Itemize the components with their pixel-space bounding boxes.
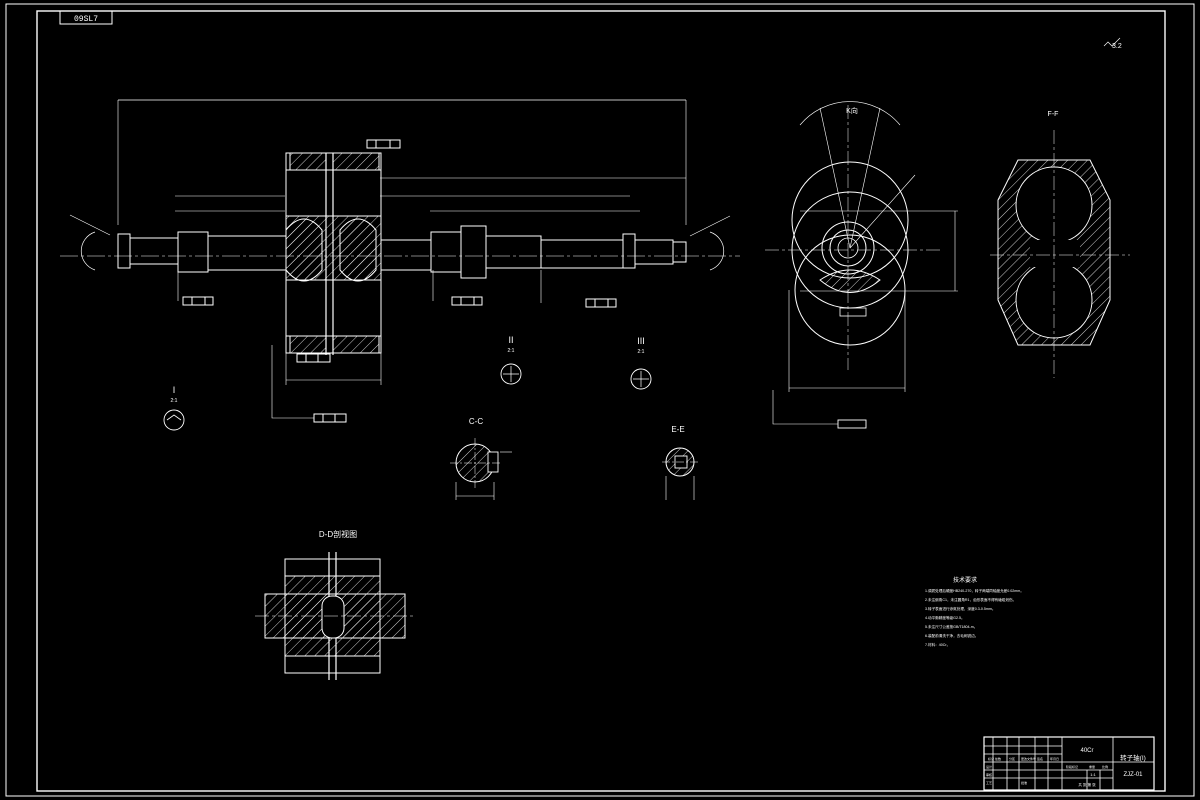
svg-text:签名: 签名 [1037, 756, 1043, 761]
roughness-symbol-icon [1103, 37, 1121, 47]
svg-text:处数: 处数 [995, 756, 1001, 761]
section-e-e: E-E [662, 425, 698, 500]
svg-text:5.未注尺寸公差按GB/T1804-m。: 5.未注尺寸公差按GB/T1804-m。 [925, 624, 977, 629]
detail-view-3: III 2:1 [630, 336, 652, 390]
svg-text:F-F: F-F [1048, 111, 1059, 118]
svg-text:更改文件号: 更改文件号 [1021, 756, 1036, 761]
svg-text:7.材料：40Cr。: 7.材料：40Cr。 [925, 642, 950, 647]
inner-frame [36, 10, 1166, 792]
section-c-c: C-C [450, 417, 512, 500]
svg-text:审核: 审核 [986, 772, 992, 777]
title-block-material: 40Cr [1080, 748, 1093, 754]
svg-text:2:1: 2:1 [171, 398, 178, 404]
svg-text:II: II [508, 335, 513, 345]
svg-text:重量: 重量 [1089, 764, 1095, 769]
svg-text:1.调质处理后硬度HB240-270，转子两端同轴度允差0.: 1.调质处理后硬度HB240-270，转子两端同轴度允差0.02mm。 [925, 588, 1024, 593]
svg-text:批准: 批准 [1021, 780, 1027, 785]
svg-text:2.未注倒角C1，未注圆角R1，齿形表面不得有磕碰划伤。: 2.未注倒角C1，未注圆角R1，齿形表面不得有磕碰划伤。 [925, 597, 1016, 602]
corner-code-box: 09SL7 [59, 10, 113, 25]
svg-text:2:1: 2:1 [638, 349, 645, 355]
section-d-d: D-D剖视图 [255, 529, 415, 680]
technical-requirements: 技术要求 1.调质处理后硬度HB240-270，转子两端同轴度允差0.02mm。… [925, 576, 1024, 647]
detail-view-1: I 2:1 [163, 385, 185, 431]
svg-text:年月日: 年月日 [1050, 756, 1059, 761]
svg-text:K向: K向 [846, 106, 858, 115]
svg-text:6.装配前清洗干净，去毛刺锐边。: 6.装配前清洗干净，去毛刺锐边。 [925, 633, 978, 638]
svg-text:2:1: 2:1 [508, 348, 515, 354]
title-block-part-name: 转子轴(I) [1120, 753, 1146, 762]
svg-text:标记: 标记 [988, 756, 994, 761]
svg-text:比例: 比例 [1102, 764, 1108, 769]
f-f-section: F-F [990, 111, 1130, 378]
svg-text:设计: 设计 [986, 764, 992, 769]
svg-text:E-E: E-E [671, 425, 684, 434]
outer-border [5, 3, 1195, 797]
svg-text:工艺: 工艺 [986, 780, 992, 785]
title-block [983, 736, 1155, 791]
k-view: K向 [765, 101, 958, 429]
svg-text:4.动平衡精度等级G2.5。: 4.动平衡精度等级G2.5。 [925, 615, 965, 620]
svg-text:C-C: C-C [469, 417, 483, 426]
title-block-sheet-label: 共 张 第 张 [1078, 782, 1096, 787]
svg-text:3.转子表面进行渗氮处理，深度0.3-0.5mm。: 3.转子表面进行渗氮处理，深度0.3-0.5mm。 [925, 606, 995, 611]
svg-text:III: III [637, 336, 645, 346]
svg-text:D-D剖视图: D-D剖视图 [319, 529, 357, 539]
main-shaft-view [60, 99, 740, 423]
svg-text:阶段标记: 阶段标记 [1066, 764, 1078, 769]
title-block-drawing-number: ZJZ-01 [1123, 772, 1143, 778]
svg-text:分区: 分区 [1009, 756, 1015, 761]
svg-text:I: I [173, 385, 176, 395]
detail-view-2: II 2:1 [500, 335, 522, 385]
roughness-note: 3.2 [1112, 43, 1122, 50]
corner-code-text: 09SL7 [74, 15, 98, 24]
title-block-scale: 1:1 [1090, 772, 1096, 777]
technical-requirements-title: 技术要求 [953, 576, 977, 584]
